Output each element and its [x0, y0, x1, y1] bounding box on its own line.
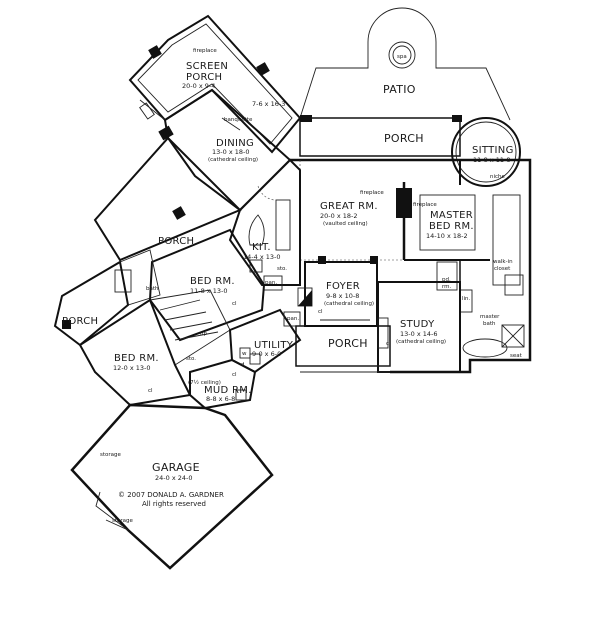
label-porch-left: PORCH — [158, 236, 194, 247]
label-bed-rm-1-dims: 11-8 x 13-0 — [190, 287, 227, 295]
label-utility: UTILITY — [254, 340, 294, 351]
label-study-dims: 13-0 x 14-6 — [400, 330, 437, 338]
label-walk-in-2: closet — [494, 266, 511, 272]
label-up: up — [200, 331, 207, 337]
label-spa: spa — [397, 54, 407, 60]
patio — [299, 7, 511, 121]
label-porch-top-dims: 7-6 x 16-3 — [252, 100, 285, 108]
label-bed-rm-2-dims: 12-0 x 13-0 — [113, 364, 150, 372]
label-fireplace-top: fireplace — [193, 48, 217, 54]
copyright-line1: © 2007 DONALD A. GARDNER — [118, 491, 224, 499]
label-master-line2: BED RM. — [429, 221, 474, 232]
label-cl-utility: cl — [232, 372, 237, 378]
left-wing — [53, 136, 302, 570]
label-master-line1: MASTER — [430, 210, 473, 221]
label-mud-rm-dims: 8-8 x 6-8 — [206, 395, 235, 403]
label-sitting: SITTING — [472, 145, 514, 156]
label-banquette: banquette — [224, 117, 253, 123]
label-master-bath-1: master — [480, 314, 500, 320]
label-garage: GARAGE — [152, 461, 200, 474]
label-mud-rm: MUD RM. — [204, 385, 252, 396]
label-bed-rm-2: BED RM. — [114, 353, 159, 364]
label-dining: DINING — [216, 138, 254, 149]
label-screen-porch-dims: 20-0 x 9-4 — [182, 82, 215, 90]
label-kitchen: KIT. — [252, 242, 271, 253]
label-kitchen-dims: 14-4 x 13-0 — [243, 253, 280, 261]
label-pd-rm-1: pd. — [442, 277, 451, 283]
label-storage-1: storage — [100, 452, 122, 458]
label-cl-bed2: cl — [148, 388, 153, 394]
label-sto-kit: sto. — [277, 266, 287, 272]
label-pan-mud: pan. — [287, 316, 299, 322]
label-patio: PATIO — [383, 83, 416, 96]
label-foyer: FOYER — [326, 281, 360, 292]
label-dining-dims: 13-0 x 18-0 — [212, 148, 249, 156]
label-porch-far-left: PORCH — [62, 316, 98, 327]
label-screen-porch-line2: PORCH — [186, 72, 222, 83]
label-seat: seat — [510, 353, 523, 359]
label-utility-dims: 9-0 x 6-0 — [252, 350, 281, 358]
label-porch-front: PORCH — [328, 337, 368, 350]
screen-porch-wing — [128, 14, 302, 154]
label-cl-foyer: cl — [318, 309, 323, 315]
label-stair-ceiling: (7½ ceiling) — [188, 379, 221, 386]
label-fireplace-master: fireplace — [413, 202, 437, 208]
label-bath-left: bath — [146, 286, 159, 292]
label-cl-bed1: cl — [232, 301, 237, 307]
label-great-room: GREAT RM. — [320, 201, 378, 212]
label-bed-rm-1: BED RM. — [190, 276, 235, 287]
label-w: w — [242, 351, 247, 357]
label-dining-note: (cathedral ceiling) — [208, 157, 258, 163]
label-foyer-dims: 9-8 x 10-8 — [326, 292, 359, 300]
label-great-room-note: (vaulted ceiling) — [323, 221, 368, 227]
label-foyer-note: (cathedral ceiling) — [324, 301, 374, 307]
main-body — [228, 158, 532, 374]
label-pan-kit: pan. — [265, 280, 277, 286]
label-walk-in-1: walk-in — [493, 259, 513, 265]
label-master-dims: 14-10 x 18-2 — [426, 232, 468, 240]
label-master-bath-2: bath — [483, 321, 496, 327]
label-fireplace-great: fireplace — [360, 190, 384, 196]
label-niche: niche — [490, 174, 506, 180]
label-pd-rm-2: rm. — [442, 284, 452, 290]
label-lin: lin. — [462, 296, 471, 302]
label-porch-rear: PORCH — [384, 132, 424, 145]
label-study-note: (cathedral ceiling) — [396, 339, 446, 345]
rear-porch — [299, 115, 462, 157]
label-d: d — [241, 362, 245, 368]
label-sto-stair: sto. — [186, 356, 196, 362]
labels: fireplace SCREEN PORCH 20-0 x 9-4 7-6 x … — [62, 48, 523, 524]
label-garage-dims: 24-0 x 24-0 — [155, 474, 192, 482]
label-screen-porch-line1: SCREEN — [186, 61, 228, 72]
label-great-room-dims: 20-0 x 18-2 — [320, 212, 357, 220]
label-storage-2: storage — [112, 518, 134, 524]
sitting-room — [451, 117, 521, 187]
label-cl-study: cl — [386, 341, 391, 347]
label-sitting-dims: 11-8 x 11-8 — [473, 156, 510, 164]
copyright-line2: All rights reserved — [142, 500, 206, 508]
label-study: STUDY — [400, 319, 435, 330]
